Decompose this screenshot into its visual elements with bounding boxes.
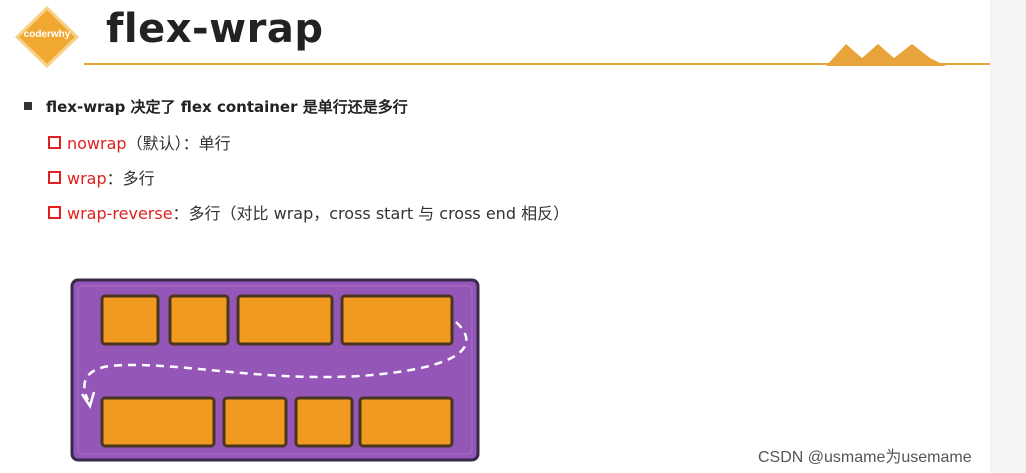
description: （默认）：单行 [126,134,231,153]
flex-item [358,396,454,448]
wrap-arrow-path [83,321,468,401]
flex-wrap-diagram [70,278,480,462]
flex-item [340,294,454,346]
red-box-bullet-icon [48,171,61,184]
title-underline [84,63,990,65]
flex-item [100,396,216,448]
keyword: wrap-reverse [67,204,173,223]
keyword: wrap [67,169,107,188]
flex-item [168,294,230,346]
flex-item [222,396,288,448]
flex-item [294,396,354,448]
description: ：多行 [106,169,155,188]
slide: coderwhy flex-wrap flex-wrap 决定了 flex co… [14,6,990,462]
square-bullet-icon [24,102,32,110]
logo-icon [14,6,80,68]
watermark: CSDN @usmame为usemame [758,449,972,466]
sub-item-wrap: wrap：多行 [48,165,155,189]
flex-item [100,294,160,346]
logo-text: coderwhy [23,29,71,40]
wrap-arrow-head [80,391,96,409]
red-box-bullet-icon [48,136,61,149]
keyword: nowrap [67,134,127,153]
sub-item-wrap-reverse: wrap-reverse：多行（对比 wrap，cross start 与 cr… [48,200,569,224]
main-bullet-text: flex-wrap 决定了 flex container 是单行还是多行 [46,98,408,116]
main-bullet: flex-wrap 决定了 flex container 是单行还是多行 [24,96,408,117]
right-margin [990,0,1026,473]
mountains-decoration-icon [826,44,946,66]
sub-item-nowrap: nowrap（默认）：单行 [48,130,231,154]
description: ：多行（对比 wrap，cross start 与 cross end 相反） [172,204,570,223]
slide-title: flex-wrap [106,6,324,52]
flex-item [236,294,334,346]
red-box-bullet-icon [48,206,61,219]
